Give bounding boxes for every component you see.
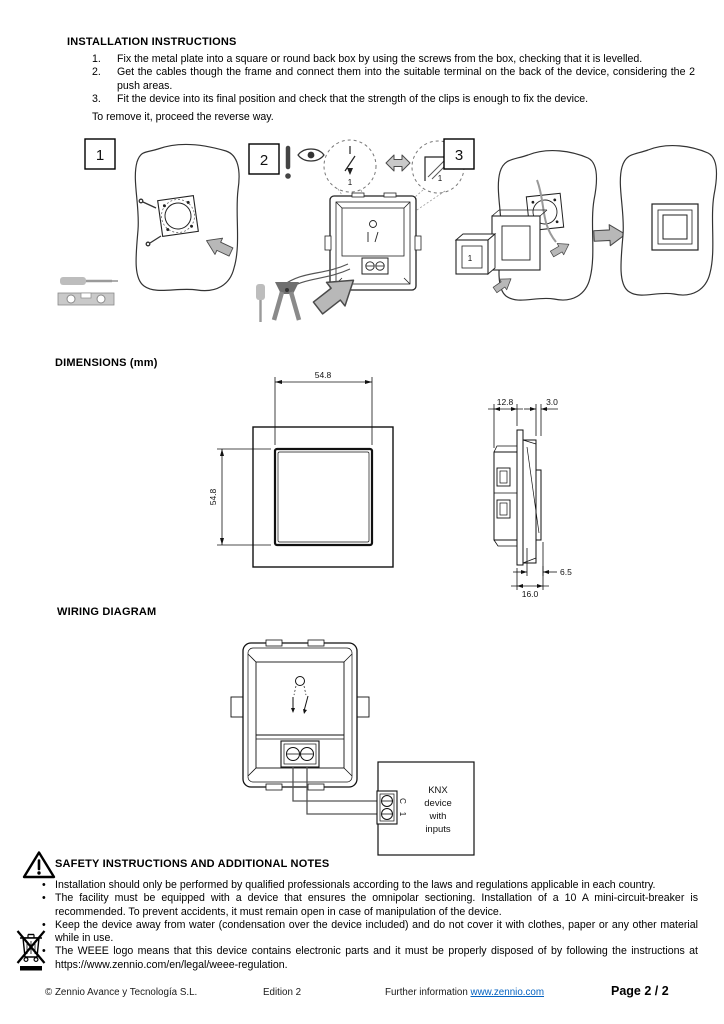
insert-arrow-icon (312, 279, 355, 315)
installation-steps: 1. Fix the metal plate into a square or … (92, 53, 695, 106)
knx-device-box (376, 761, 475, 856)
frame-back-view (324, 192, 422, 291)
step-number: 1. (92, 53, 101, 65)
figure-step-2: 2 1 (248, 139, 465, 322)
side-total-depth-value: 16.0 (522, 589, 539, 599)
step-text: Fit the device into its final position a… (117, 92, 589, 105)
weee-bullet-text: The WEEE logo means that this device con… (55, 945, 698, 958)
exclamation-icon (285, 145, 291, 179)
front-height-value: 54.8 (208, 488, 218, 505)
dimension-side-total-depth: 16.0 (511, 566, 549, 599)
bullet-marker: • (42, 945, 46, 958)
detail-label: 1 (348, 178, 353, 187)
remove-note: To remove it, proceed the reverse way. (92, 111, 274, 123)
detail-label: 1 (438, 174, 443, 183)
knx-terminal-c-label: C (398, 798, 407, 804)
finished-switch-illustration (651, 203, 699, 251)
bullet-marker: • (42, 918, 46, 931)
arrow-icon (492, 278, 512, 294)
figure-step-1: 1 (57, 138, 240, 306)
side-back-depth-value: 12.8 (497, 397, 514, 407)
safety-bullet: • The facility must be equipped with a d… (42, 892, 698, 918)
safety-bullet: • Keep the device away from water (conde… (42, 918, 698, 945)
dimension-side-front-thickness: 3.0 (524, 397, 558, 436)
spirit-level-icon (57, 292, 115, 306)
further-info-label: Further information (385, 987, 468, 998)
footer-copyright: © Zennio Avance y Tecnología S.L. (45, 987, 198, 998)
device-back-view (230, 639, 370, 791)
wiring-title: WIRING DIAGRAM (57, 606, 157, 618)
zennio-website-link[interactable]: www.zennio.com (470, 987, 545, 998)
front-width-value: 54.8 (315, 370, 332, 380)
footer-edition: Edition 2 (263, 987, 302, 998)
screws-icon (138, 198, 162, 247)
figure-step1-number: 1 (96, 147, 104, 164)
side-bottom-offset-value: 6.5 (560, 567, 572, 577)
installation-step-2: 2. Get the cables though the frame and c… (92, 66, 695, 93)
installation-title: INSTALLATION INSTRUCTIONS (67, 36, 237, 48)
installation-step-1: 1. Fix the metal plate into a square or … (92, 53, 695, 66)
figure-step-3: 3 (443, 138, 718, 301)
arrow-icon (549, 243, 570, 258)
svg-text:device: device (424, 798, 451, 809)
safety-bullet: • Installation should only be performed … (42, 879, 656, 891)
arrow-icon (206, 237, 234, 257)
footer-further-info: Further information www.zennio.com (385, 987, 544, 998)
knx-device-label: KNX device with inputs (424, 785, 451, 835)
weee-regulation-url: https://www.zennio.com/en/legal/weee-reg… (55, 958, 288, 971)
figure-step2-number: 2 (260, 152, 268, 169)
figure-step3-number: 3 (455, 147, 463, 164)
weee-logo-icon (16, 930, 46, 971)
footer-page-number: Page 2 / 2 (611, 984, 669, 998)
dimension-front-width: 54.8 (274, 370, 373, 445)
svg-text:inputs: inputs (425, 824, 451, 835)
side-view-drawing (493, 429, 542, 566)
side-front-thickness-value: 3.0 (546, 397, 558, 407)
svg-text:KNX: KNX (428, 785, 448, 796)
bullet-marker: • (42, 892, 46, 905)
dimensions-drawing: 54.8 54.8 (208, 370, 572, 599)
device-illustration: 1 (454, 233, 497, 275)
installation-figures-illustration: 1 (57, 138, 718, 322)
svg-text:with: with (429, 811, 447, 822)
screwdriver-icon (60, 277, 118, 285)
step-text: Fix the metal plate into a square or rou… (117, 53, 643, 65)
step-number: 3. (92, 92, 101, 105)
detail-circle-switch: 1 (323, 139, 377, 193)
double-arrow-icon (385, 154, 411, 172)
screwdriver-icon (256, 284, 265, 322)
frame-illustration (491, 209, 548, 271)
device-label: 1 (468, 254, 473, 263)
dimension-side-back-depth: 12.8 (488, 397, 523, 448)
dimension-front-height: 54.8 (208, 448, 271, 546)
knx-terminal-1-label: 1 (398, 812, 407, 817)
wire-stripper-icon (271, 282, 302, 321)
safety-bullet-weee: • The WEEE logo means that this device c… (42, 945, 698, 972)
arrow-icon (593, 224, 626, 247)
step-text: Get the cables though the frame and conn… (117, 66, 695, 92)
safety-title: SAFETY INSTRUCTIONS AND ADDITIONAL NOTES (55, 858, 330, 870)
installation-step-3: 3. Fit the device into its final positio… (92, 93, 695, 106)
wiring-diagram-drawing: C 1 KNX device with inputs (230, 639, 475, 856)
dimensions-title: DIMENSIONS (mm) (55, 357, 158, 369)
safety-bullets: • Installation should only be performed … (42, 879, 698, 972)
bus-wires (292, 767, 379, 815)
step-number: 2. (92, 66, 101, 79)
warning-triangle-icon (22, 851, 56, 879)
metal-plate-icon (157, 195, 199, 237)
front-view-drawing (252, 426, 394, 568)
eye-icon (297, 148, 325, 162)
bullet-marker: • (42, 879, 46, 891)
